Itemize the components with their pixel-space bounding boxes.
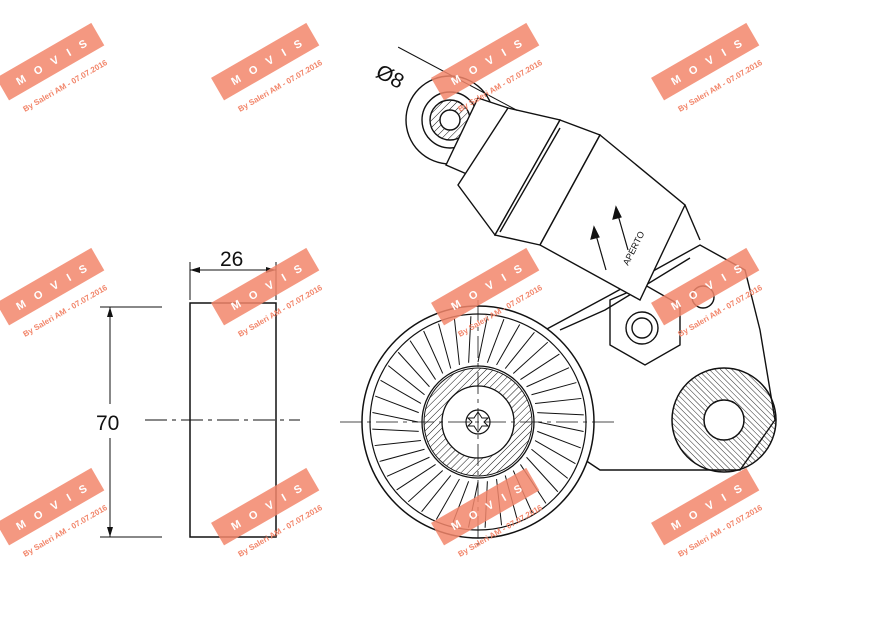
- pulley-rib: [526, 367, 570, 388]
- pulley-rib: [407, 470, 444, 503]
- movis-watermark: M O V I SBy Saleri AM - 07.07.2016: [651, 22, 764, 114]
- pulley-rib: [374, 440, 421, 447]
- movis-watermark: M O V I SBy Saleri AM - 07.07.2016: [211, 22, 324, 114]
- pulley-rib: [520, 353, 560, 380]
- watermark-box: [211, 247, 320, 326]
- pulley-rib: [435, 478, 460, 520]
- watermark-box: [211, 22, 320, 101]
- watermark-box: [651, 22, 760, 101]
- pulley-rib: [423, 330, 444, 374]
- pulley-rib: [453, 318, 460, 365]
- pulley-rib: [477, 316, 489, 363]
- bolt-diameter-label: Ø8: [372, 60, 408, 93]
- pulley-rib: [537, 412, 584, 416]
- movis-watermark: M O V I SBy Saleri AM - 07.07.2016: [0, 467, 109, 559]
- height-dimension-label: 70: [96, 412, 119, 435]
- watermark-box: [0, 247, 105, 326]
- pulley-rib: [375, 395, 419, 414]
- watermark-box: [0, 22, 105, 101]
- movis-watermark: M O V I SBy Saleri AM - 07.07.2016: [0, 247, 109, 339]
- pulley-rib: [372, 411, 419, 423]
- pulley-rib: [386, 456, 430, 477]
- pulley-rib: [468, 316, 472, 363]
- width-dimension-label: 26: [220, 248, 243, 271]
- watermark-box: [211, 467, 320, 546]
- pulley-rib: [396, 464, 436, 491]
- pulley-rib: [496, 324, 521, 366]
- pulley-rib: [438, 323, 452, 369]
- pulley-rib: [409, 340, 436, 380]
- movis-watermark: M O V I SBy Saleri AM - 07.07.2016: [211, 247, 324, 339]
- pulley-ribs: [372, 316, 584, 528]
- pulley-front-view: [340, 300, 616, 545]
- direction-arrows: [590, 205, 629, 271]
- pulley-rib: [380, 379, 422, 404]
- pulley-rib: [535, 397, 582, 404]
- pulley-rib: [379, 448, 425, 462]
- pulley-rib: [397, 351, 430, 388]
- watermark-box: [431, 467, 540, 546]
- pulley-rib: [537, 421, 584, 433]
- pulley-rib: [531, 448, 569, 479]
- pulley-rib: [504, 331, 535, 369]
- pulley-rib: [486, 319, 505, 363]
- pivot-mount: [671, 367, 777, 473]
- pulley-rib: [512, 341, 549, 374]
- movis-watermark: M O V I SBy Saleri AM - 07.07.2016: [0, 22, 109, 114]
- pulley-rib: [421, 475, 452, 513]
- pulley-rib: [387, 365, 425, 396]
- watermark-box: [0, 467, 105, 546]
- pulley-rib: [372, 428, 419, 432]
- pulley-rib: [531, 382, 577, 396]
- watermark-box: [431, 247, 540, 326]
- watermark-box: [651, 247, 760, 326]
- pulley-rib: [537, 430, 581, 449]
- damper-cylinder: [405, 75, 701, 301]
- watermark-box: [651, 467, 760, 546]
- movis-watermark: M O V I SBy Saleri AM - 07.07.2016: [211, 467, 324, 559]
- movis-watermark: M O V I SBy Saleri AM - 07.07.2016: [651, 467, 764, 559]
- watermark-box: [431, 22, 540, 101]
- pulley-rib: [534, 440, 576, 465]
- pulley-rib: [526, 456, 559, 493]
